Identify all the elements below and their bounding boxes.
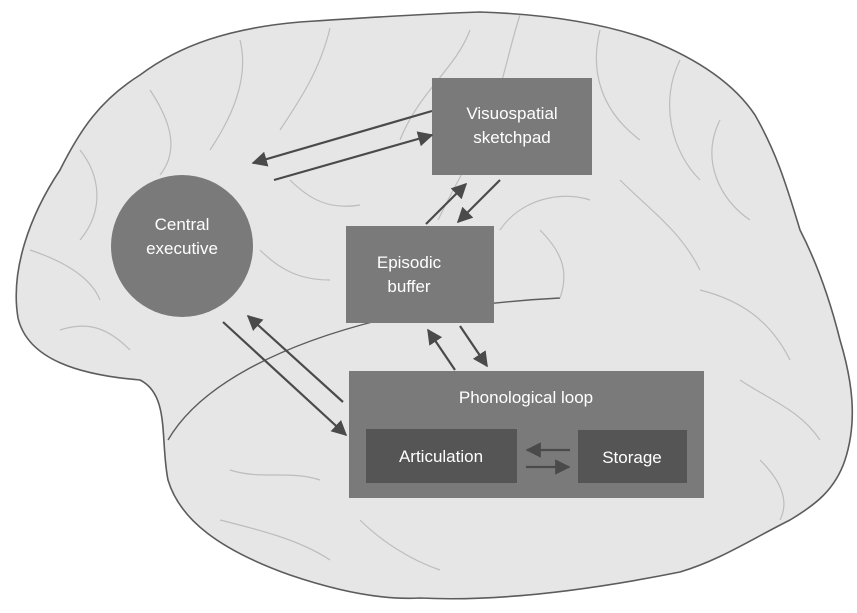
episodic-buffer-box (346, 226, 494, 323)
visuospatial-label-line1: Visuospatial (466, 104, 557, 123)
visuospatial-sketchpad-box (432, 78, 592, 175)
episodic-buffer-label-line1: Episodic (377, 253, 442, 272)
storage-label: Storage (602, 448, 662, 467)
phonological-loop-label: Phonological loop (459, 388, 593, 407)
central-executive-label-line1: Central (155, 215, 210, 234)
articulation-label: Articulation (399, 447, 483, 466)
central-executive-label-line2: executive (146, 239, 218, 258)
episodic-buffer-label-line2: buffer (387, 277, 431, 296)
visuospatial-label-line2: sketchpad (473, 128, 551, 147)
